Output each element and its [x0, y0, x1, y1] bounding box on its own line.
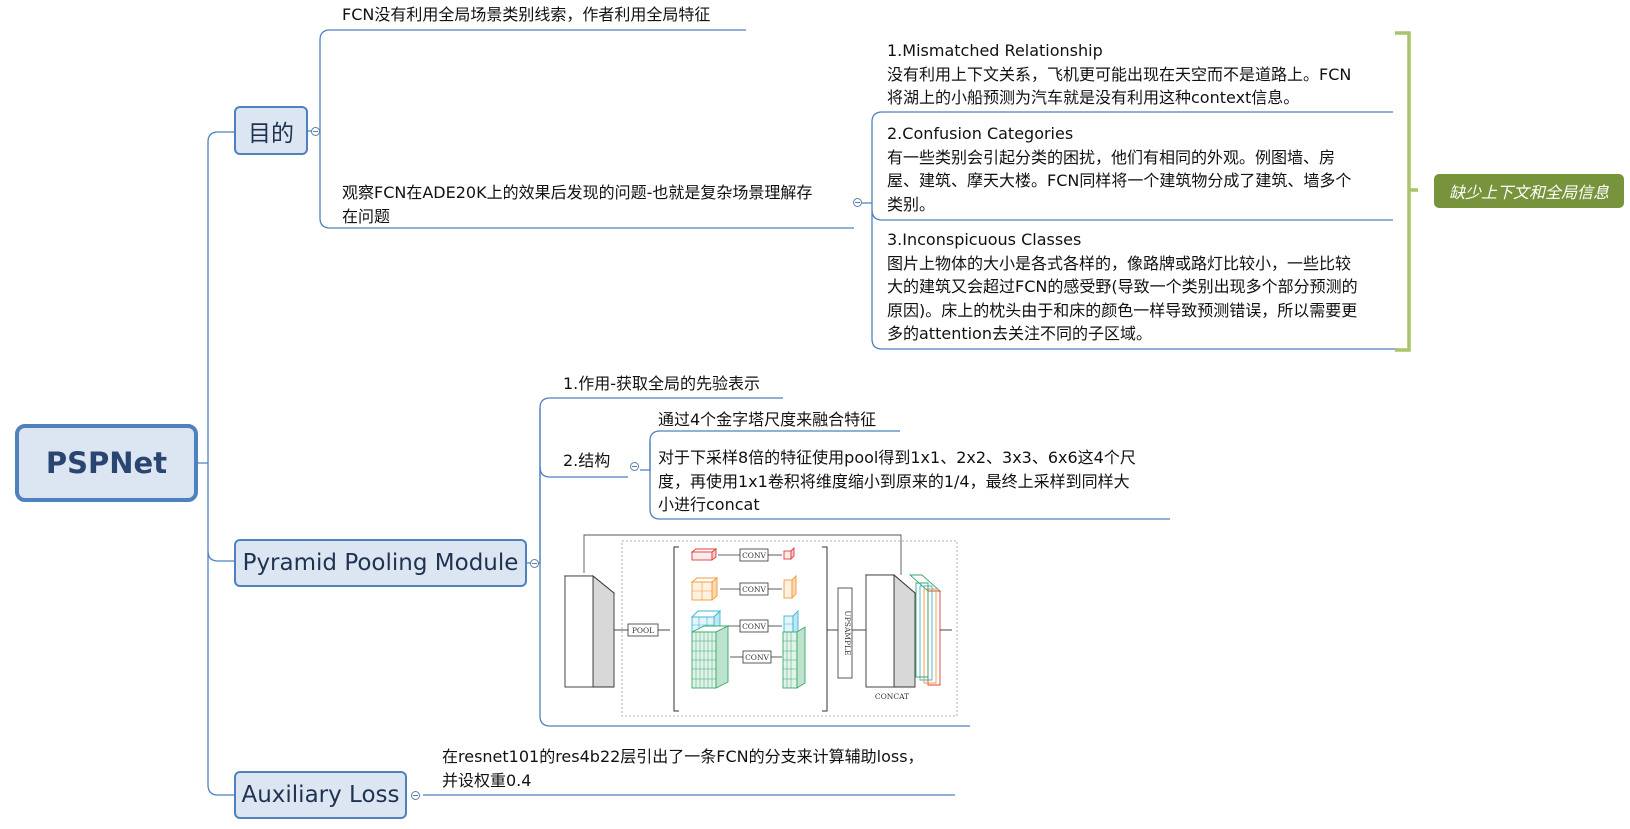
pyramid-level-2x2: CONV — [690, 574, 797, 601]
upsample-label: UPSAMPLE — [843, 610, 852, 655]
skip-connection — [583, 534, 902, 575]
topic-auxiliary-loss-detail[interactable]: 在resnet101的res4b22层引出了一条FCN的分支来计算辅助loss，… — [442, 747, 924, 790]
collapse-icon[interactable] — [630, 462, 639, 471]
svg-text:CONV: CONV — [742, 585, 766, 594]
summary-label[interactable]: 缺少上下文和全局信息 — [1434, 174, 1624, 208]
collapse-icon[interactable] — [311, 127, 320, 136]
svg-text:CONV: CONV — [745, 653, 769, 662]
concat-label: CONCAT — [875, 692, 909, 701]
branch-node-auxiliary-loss[interactable]: Auxiliary Loss — [234, 771, 407, 819]
topic-ade20k-observation[interactable]: 观察FCN在ADE20K上的效果后发现的问题-也就是复杂场景理解存 在问题 — [342, 183, 813, 226]
collapse-icon[interactable] — [411, 791, 420, 800]
topic-fcn-global-cue[interactable]: FCN没有利用全局场景类别线索，作者利用全局特征 — [342, 5, 711, 24]
input-feature-map — [563, 575, 616, 688]
branch-node-pyramid-pooling-module[interactable]: Pyramid Pooling Module — [234, 539, 527, 587]
svg-text:CONV: CONV — [742, 551, 766, 560]
topic-pool-concat-detail[interactable]: 对于下采样8倍的特征使用pool得到1x1、2x2、3x3、6x6这4个尺 度，… — [658, 448, 1136, 514]
pool-label: POOL — [632, 626, 654, 635]
figure-dotted-frame — [621, 540, 958, 717]
pyramid-level-1x1: CONV — [690, 546, 795, 562]
topic-ppm-purpose[interactable]: 1.作用-获取全局的先验表示 — [563, 374, 761, 393]
pyramid-level-6x6: CONV — [691, 625, 806, 689]
svg-text:CONV: CONV — [742, 622, 766, 631]
branch-node-purpose[interactable]: 目的 — [234, 106, 308, 155]
topic-confusion-categories[interactable]: 2.Confusion Categories 有一些类别会引起分类的困扰，他们有… — [887, 124, 1352, 214]
collapse-icon[interactable] — [530, 559, 539, 568]
topic-mismatched-relationship[interactable]: 1.Mismatched Relationship 没有利用上下文关系，飞机更可… — [887, 41, 1352, 107]
root-node-pspnet[interactable]: PSPNet — [15, 424, 198, 502]
topic-four-pyramid-scales[interactable]: 通过4个金字塔尺度来融合特征 — [658, 410, 877, 429]
collapse-icon[interactable] — [853, 198, 862, 207]
concat-feature-map — [864, 574, 942, 688]
topic-ppm-structure[interactable]: 2.结构 — [563, 451, 611, 470]
upsample-box — [837, 587, 853, 679]
pyramid-pooling-figure: POOL CONV CONV CONV — [563, 534, 958, 717]
topic-inconspicuous-classes[interactable]: 3.Inconspicuous Classes 图片上物体的大小是各式各样的，像… — [887, 230, 1358, 343]
